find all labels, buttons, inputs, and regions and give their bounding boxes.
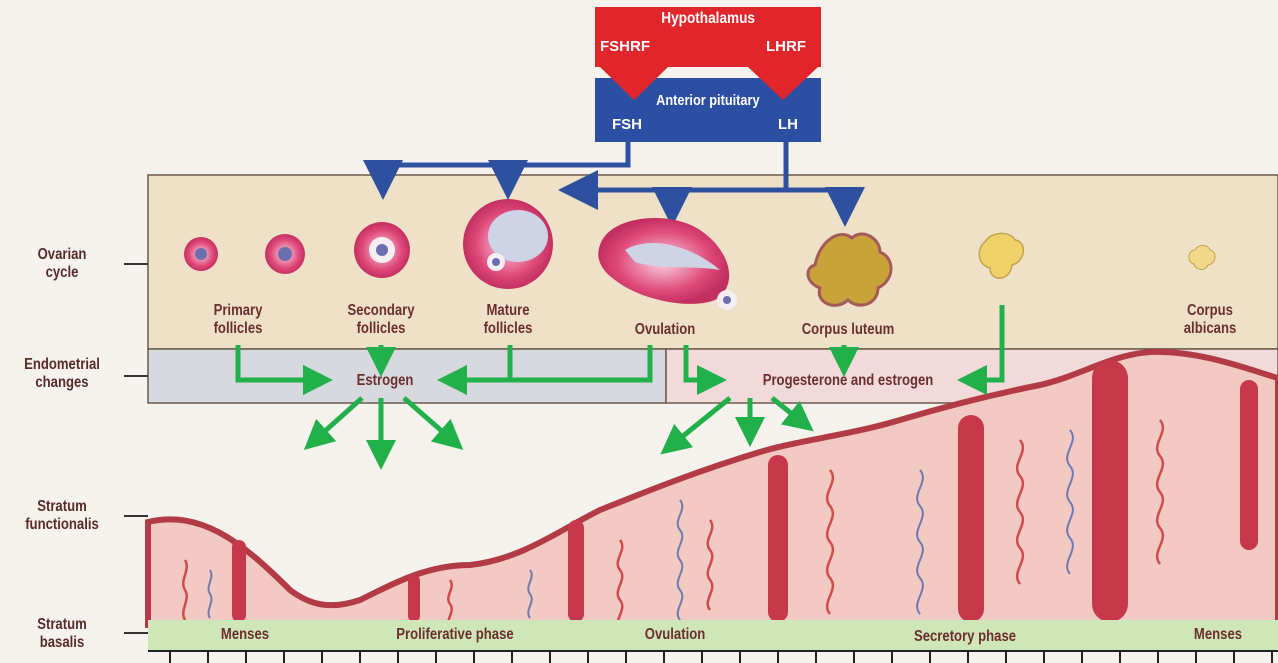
- lh-label: LH: [778, 116, 798, 133]
- primary-follicle-2: [265, 234, 305, 274]
- fshrf-label: FSHRF: [600, 38, 650, 55]
- progesterone-estrogen-label: Progesterone and estrogen: [733, 372, 963, 390]
- estrogen-label: Estrogen: [340, 372, 430, 390]
- ovulation-stage-label: Ovulation: [620, 321, 710, 339]
- mature-follicle: [463, 199, 553, 289]
- phase-ovulation: Ovulation: [630, 626, 720, 644]
- corpus-luteum-label: Corpus luteum: [791, 321, 906, 339]
- primary-follicle-1: [184, 237, 218, 271]
- phase-menses-end: Menses: [1177, 626, 1259, 644]
- phase-menses-start: Menses: [204, 626, 286, 644]
- hypothalamus-label: Hypothalamus: [661, 10, 755, 28]
- anterior-pituitary-label: Anterior pituitary: [656, 92, 759, 109]
- fsh-label: FSH: [612, 116, 642, 133]
- phase-proliferative: Proliferative phase: [377, 626, 533, 644]
- lhrf-label: LHRF: [766, 38, 806, 55]
- secondary-follicle: [354, 222, 410, 278]
- phase-secretory: Secretory phase: [895, 628, 1034, 646]
